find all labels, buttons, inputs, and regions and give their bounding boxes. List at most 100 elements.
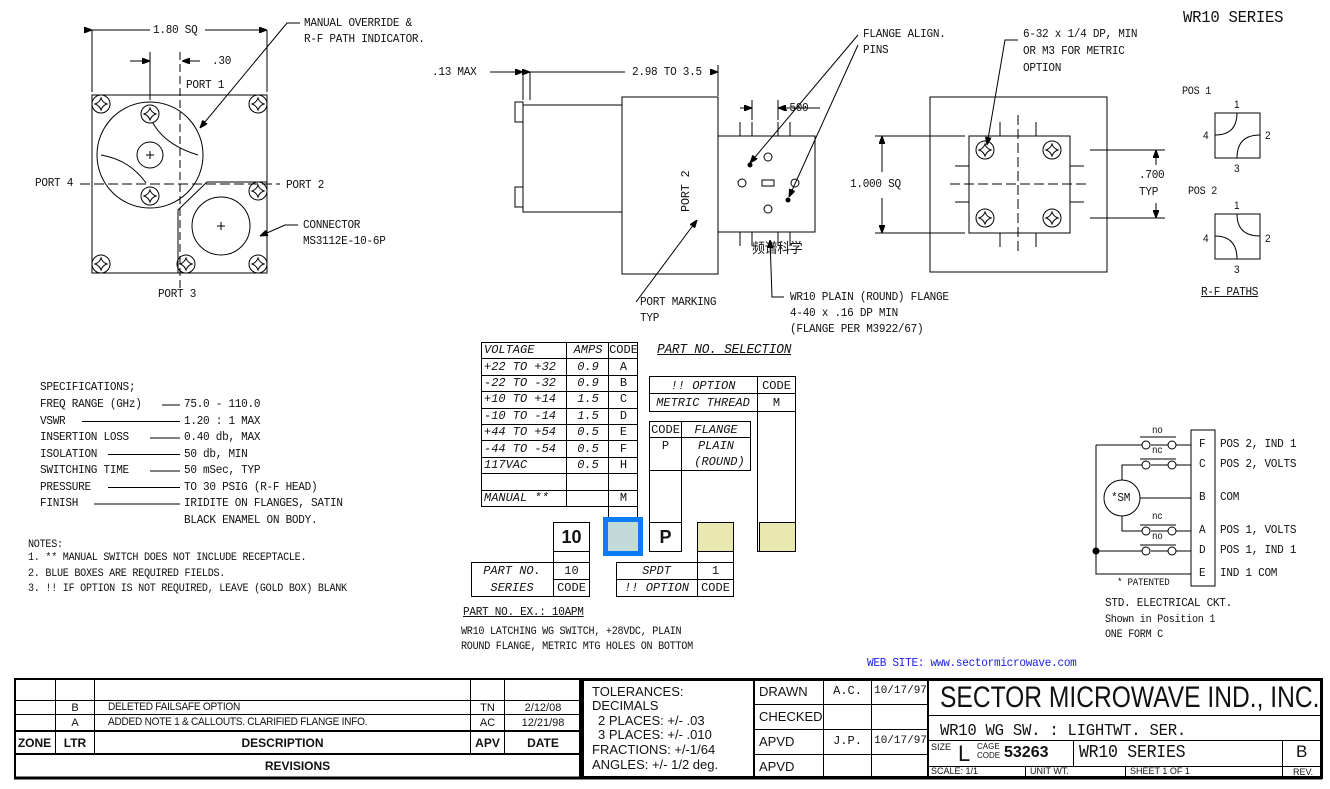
option-header: !! OPTION xyxy=(670,378,736,393)
voltage-table-cell: B xyxy=(619,375,628,390)
circuit-pin: C xyxy=(1199,457,1206,471)
rev-header-desc: DESCRIPTION xyxy=(241,735,324,750)
option-code-header: CODE xyxy=(762,378,791,393)
circuit-title: STD. ELECTRICAL CKT. xyxy=(1105,596,1232,610)
dim-max: .13 MAX xyxy=(432,65,477,79)
rev-header-apv: APV xyxy=(475,735,500,750)
approval-role: CHECKED xyxy=(759,709,823,724)
side-port-label: PORT 2 xyxy=(679,170,693,212)
voltage-table-cell xyxy=(569,473,607,489)
bottom-view xyxy=(875,39,1165,273)
voltage-table-cell: 0.5 xyxy=(577,425,599,440)
spec-finish-cont: BLACK ENAMEL ON BODY. xyxy=(184,513,318,527)
part-example-title: PART NO. EX.: 10APM xyxy=(463,605,584,619)
row-rule xyxy=(481,407,638,409)
row-rule xyxy=(481,358,638,360)
rf-path-diagrams xyxy=(1214,112,1261,260)
voltage-table-cell: D xyxy=(619,408,628,423)
voltage-table-cell: 117VAC xyxy=(484,457,528,472)
circuit-subtitle-2: ONE FORM C xyxy=(1105,629,1163,641)
row-rule xyxy=(481,456,638,458)
row-rule xyxy=(481,374,638,376)
voltage-table-cell: F xyxy=(619,441,628,456)
voltage-table-cell: -22 TO -32 xyxy=(484,375,557,390)
spec-label: PRESSURE xyxy=(40,479,91,494)
tol-6: ANGLES: +/- 1/2 deg. xyxy=(592,757,719,772)
circuit-pin-label: POS 1, IND 1 xyxy=(1220,543,1297,557)
port3-label: PORT 3 xyxy=(158,287,197,301)
marking-callout-1: PORT MARKING xyxy=(640,295,717,309)
pos1-port4: 4 xyxy=(1203,130,1209,142)
contact-type: no xyxy=(1152,426,1163,437)
circuit-pin: B xyxy=(1199,490,1206,504)
approval-role: DRAWN xyxy=(759,684,808,699)
circuit-pin-label: POS 1, VOLTS xyxy=(1220,523,1297,537)
approval-date xyxy=(872,703,929,728)
voltage-table-cell: -44 TO -54 xyxy=(484,441,557,456)
circuit-subtitle-1: Shown in Position 1 xyxy=(1105,614,1216,626)
drawing-title: WR10 WG SW. : LIGHTWT. SER. xyxy=(940,722,1186,741)
dim-typ-value: .700 xyxy=(1139,168,1165,182)
type-option-box[interactable] xyxy=(697,522,734,552)
override-callout-2: R-F PATH INDICATOR. xyxy=(304,32,425,46)
series-label-2: SERIES xyxy=(490,581,534,595)
patented-note: * PATENTED xyxy=(1117,578,1170,589)
dim-typ-label: TYP xyxy=(1139,185,1159,199)
row-rule xyxy=(481,391,638,393)
pos2-port3: 3 xyxy=(1234,264,1240,276)
spec-label: ISOLATION xyxy=(40,446,98,461)
voltage-code-box-required[interactable] xyxy=(603,517,643,556)
rev-apv: TN xyxy=(480,701,495,714)
voltage-table-cell: 1.5 xyxy=(577,392,599,407)
option-metric: METRIC THREAD xyxy=(656,395,750,410)
pos2-label: POS 2 xyxy=(1188,186,1217,198)
voltage-table-cell: +10 TO +14 xyxy=(484,392,557,407)
type-label-2: !! OPTION xyxy=(624,581,689,595)
rev-apv: AC xyxy=(479,716,496,729)
tol-1: TOLERANCES: xyxy=(592,684,684,699)
electrical-circuit xyxy=(1092,429,1216,587)
flange-code-p: P xyxy=(661,439,670,453)
flange-box[interactable]: P xyxy=(649,522,682,552)
row-rule xyxy=(481,489,638,491)
row-rule xyxy=(481,424,638,425)
rev-ltr: B xyxy=(71,701,79,714)
spec-value: 50 db, MIN xyxy=(184,446,248,461)
rev-date: 12/21/98 xyxy=(521,716,565,729)
notes-title: NOTES: xyxy=(28,539,63,551)
voltage-table-cell: E xyxy=(619,425,628,440)
rev-date: 2/12/08 xyxy=(524,701,562,714)
voltage-table-cell: C xyxy=(619,392,628,407)
spec-value: IRIDITE ON FLANGES, SATIN xyxy=(184,496,343,510)
rev-desc: ADDED NOTE 1 & CALLOUTS. CLARIFIED FLANG… xyxy=(108,716,368,728)
contact-type: no xyxy=(1152,532,1163,543)
size-value: L xyxy=(958,741,971,766)
approval-name: J.P. xyxy=(833,733,862,748)
spec-label: FINISH xyxy=(40,496,79,510)
row-rule xyxy=(481,440,638,442)
spec-value: 0.40 db, MAX xyxy=(184,430,261,444)
spec-label: SWITCHING TIME xyxy=(40,463,129,477)
series-box[interactable]: 10 xyxy=(553,522,590,552)
pos2-port1: 1 xyxy=(1234,200,1240,212)
voltage-table-cell: -10 TO -14 xyxy=(484,408,557,423)
option-metric-code: M xyxy=(772,395,781,410)
unit-weight: UNIT WT. xyxy=(1030,766,1069,776)
dim-offset: .30 xyxy=(212,54,232,68)
pos2-port2: 2 xyxy=(1265,233,1271,245)
spec-value: TO 30 PSIG (R-F HEAD) xyxy=(184,479,318,494)
voltage-table-cell: A xyxy=(619,359,628,374)
contact-type: nc xyxy=(1152,446,1163,457)
port4-label: PORT 4 xyxy=(35,176,74,190)
note-2: 2. BLUE BOXES ARE REQUIRED FIELDS. xyxy=(28,568,226,580)
pos1-port3: 3 xyxy=(1234,163,1240,175)
circuit-pin-label: IND 1 COM xyxy=(1220,566,1278,580)
voltage-table-cell xyxy=(569,490,607,506)
metric-option-box[interactable] xyxy=(759,522,796,552)
approval-name xyxy=(823,753,872,778)
website-link[interactable]: WEB SITE: www.sectormicrowave.com xyxy=(867,656,1077,670)
spec-label: VSWR xyxy=(40,413,66,428)
series-title: WR10 SERIES xyxy=(1183,9,1284,28)
note-1: 1. ** MANUAL SWITCH DOES NOT INCLUDE REC… xyxy=(28,552,307,564)
type-code-label: CODE xyxy=(701,581,730,595)
